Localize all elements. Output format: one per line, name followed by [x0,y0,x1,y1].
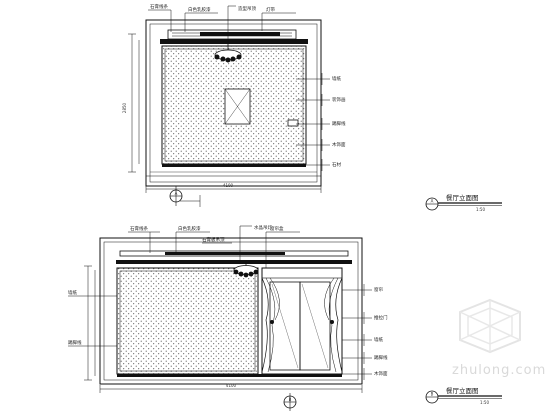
svg-text:推拉门: 推拉门 [374,314,388,321]
elevation-b-left-callouts: 墙纸 踢脚线 [68,289,117,347]
elevation-b-window-door [261,267,343,375]
svg-text:踢脚线: 踢脚线 [68,339,82,346]
elevation-a-title: 餐厅立面图 [446,193,479,202]
svg-text:木饰面: 木饰面 [374,370,388,377]
svg-text:石材: 石材 [332,161,341,168]
elevation-a-inner-frame [149,23,318,183]
elevation-b-scale: 1:50 [480,400,489,405]
elevation-b-door-right [299,281,331,371]
elevation-b-wallpaper-panel [116,267,259,375]
elevation-a-scale: 1:50 [476,207,485,212]
elevation-b-skirting [117,374,342,377]
elevation-b-top-callouts: 石膏线条 白色乳胶漆 石膏板吊顶 水晶吊灯 窗帘盒 [128,224,300,268]
elevation-b-right-callouts: 窗帘 推拉门 墙纸 踢脚线 木饰面 [342,284,388,380]
svg-text:石膏线条: 石膏线条 [150,3,168,10]
svg-text:灯带: 灯带 [266,6,275,13]
elevation-a-cornice [160,39,308,44]
elevation-b: 墙纸 踢脚线 4100 B 石膏线条 白色乳胶漆 石膏板吊顶 [68,224,502,411]
svg-text:水晶吊灯: 水晶吊灯 [254,224,272,231]
elevation-b-outer-frame [99,237,363,385]
watermark-text: zhulong.com [452,363,546,378]
svg-text:墙纸: 墙纸 [332,75,341,82]
elevation-a-outer-frame [145,19,322,187]
svg-text:窗帘盒: 窗帘盒 [270,225,284,232]
zhulong-logo-icon [459,298,521,354]
svg-text:墙纸: 墙纸 [374,336,383,343]
elevation-a: 2850 4100 A 石膏线条 白色乳胶漆 造型吊顶 [122,3,502,212]
svg-text:石膏线条: 石膏线条 [130,225,148,232]
svg-text:B: B [289,397,292,402]
elevation-b-title-block: B 餐厅立面图 1:50 [425,386,502,405]
elevation-b-bottom-dimension: 4100 [226,383,237,388]
elevation-b-title: 餐厅立面图 [446,386,479,395]
elevation-b-curtain-right [335,277,343,373]
svg-text:墙纸: 墙纸 [68,289,77,296]
elevation-a-skirting [162,164,306,167]
elevation-a-switch-icon [287,119,299,127]
elevation-b-index-mark: B [431,392,434,397]
svg-text:踢脚线: 踢脚线 [332,120,346,127]
elevation-a-index-mark: A [431,199,434,204]
elevation-b-curtain-box [261,267,343,279]
elevation-b-ceiling-moulding [119,250,349,257]
svg-text:木饰面: 木饰面 [332,141,346,148]
svg-text:A: A [175,191,178,196]
svg-text:白色乳胶漆: 白色乳胶漆 [178,225,201,232]
elevation-b-chandelier-icon [233,262,259,278]
elevation-a-chandelier-icon [214,44,242,63]
elevation-b-center-marker: B [283,393,297,411]
elevation-a-left-dimension: 2850 [122,102,127,113]
elevation-a-top-callouts: 石膏线条 白色乳胶漆 造型吊顶 灯带 [148,3,296,44]
elevation-b-ceiling-note: 石膏板吊顶 [202,236,225,243]
svg-text:窗帘: 窗帘 [374,286,383,293]
svg-text:装饰画: 装饰画 [332,96,346,103]
elevation-a-title-block: A 餐厅立面图 1:50 [425,193,502,212]
elevation-a-right-callouts: 墙纸 装饰画 踢脚线 木饰面 石材 [296,73,346,171]
elevation-a-bottom-dimension: 4100 [223,183,234,188]
elevation-b-curtain-left [261,277,269,373]
svg-text:白色乳胶漆: 白色乳胶漆 [188,6,211,13]
elevation-b-cornice [116,260,352,264]
svg-text:踢脚线: 踢脚线 [374,354,388,361]
svg-text:造型吊顶: 造型吊顶 [238,5,256,12]
elevation-a-center-marker: A [169,186,183,206]
